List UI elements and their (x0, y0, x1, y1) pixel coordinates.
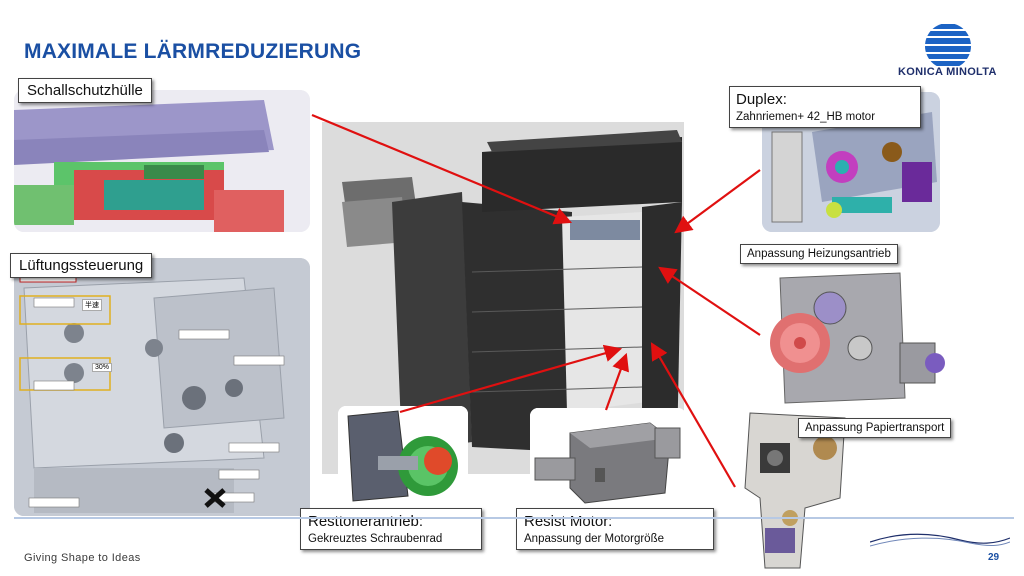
resist-subtitle: Anpassung der Motorgröße (524, 533, 664, 545)
residual-toner-drive-image (338, 406, 468, 510)
page-number: 29 (988, 552, 1000, 563)
footer-swoosh-icon (870, 533, 1010, 547)
duplex-title: Duplex: (736, 91, 787, 108)
vent-tag-30-percent: 30% (92, 363, 113, 372)
brand-wordmark: KONICA MINOLTA (898, 66, 997, 78)
arrow-schallschutz (311, 113, 573, 225)
globe-logo-icon (925, 23, 971, 69)
arrow-duplex (674, 169, 761, 234)
paper-transport-image (735, 408, 860, 570)
ventilation-control-image: 半速 30% (14, 258, 310, 516)
label-heizungsantrieb: Anpassung Heizungsantrieb (740, 244, 898, 264)
toner-subtitle: Gekreuztes Schraubenrad (308, 533, 443, 545)
resist-motor-image (530, 408, 686, 510)
footer-slogan: Giving Shape to Ideas (24, 552, 141, 564)
arrow-heizung (658, 266, 761, 336)
arrow-papier (650, 342, 736, 488)
vent-tag-half-speed: 半速 (82, 299, 102, 311)
duplex-subtitle: Zahnriemen+ 42_HB motor (736, 111, 876, 123)
label-duplex: Duplex: Zahnriemen+ 42_HB motor (729, 86, 921, 128)
label-lueftungssteuerung: Lüftungssteuerung (10, 253, 153, 278)
heater-drive-image (760, 268, 948, 410)
arrow-resist (604, 352, 630, 411)
label-schallschutzhuelle: Schallschutzhülle (18, 78, 152, 103)
slide-title: MAXIMALE LÄRMREDUZIERUNG (24, 40, 362, 63)
footer-divider (14, 517, 1014, 519)
arrow-toner (399, 344, 623, 414)
sound-insulation-image (14, 90, 310, 232)
label-papiertransport: Anpassung Papiertransport (798, 418, 952, 438)
